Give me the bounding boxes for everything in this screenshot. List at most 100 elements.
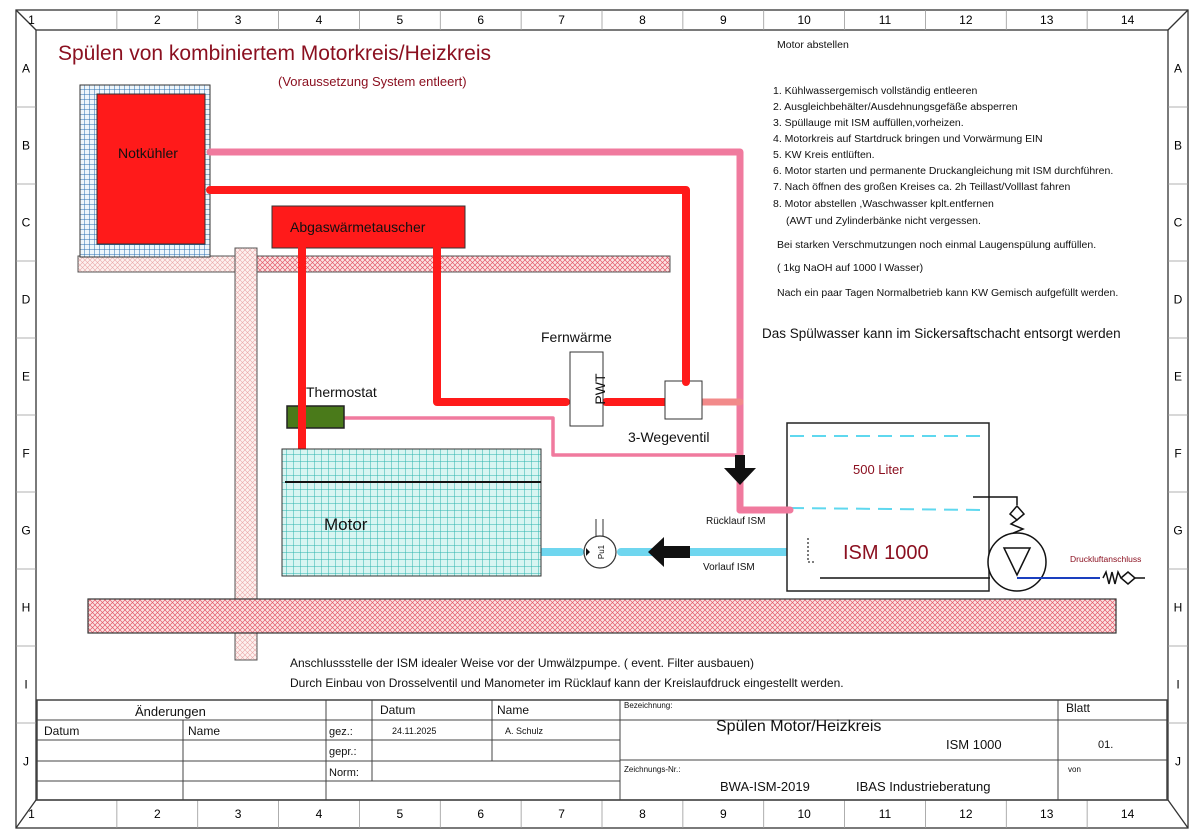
three-way-valve <box>664 380 703 420</box>
column-label: 6 <box>477 13 484 27</box>
row-label: I <box>24 678 27 692</box>
column-label: 14 <box>1121 13 1135 27</box>
motor <box>281 448 542 577</box>
fernwaerme-label: Fernwärme <box>541 329 612 345</box>
flow-arrow-down <box>724 455 756 485</box>
row-label: E <box>22 370 30 384</box>
aenderungen-header: Änderungen <box>135 704 206 719</box>
aenderungen-datum-header: Datum <box>44 724 79 738</box>
aenderungen-name-header: Name <box>188 724 220 738</box>
column-label: 10 <box>797 13 811 27</box>
column-label: 7 <box>558 13 565 27</box>
footnote: Durch Einbau von Drosselventil und Manom… <box>290 676 844 690</box>
tank-name-label: ISM 1000 <box>843 542 929 564</box>
gez-label: gez.: <box>329 726 353 738</box>
gez-name: A. Schulz <box>505 726 544 736</box>
row-label: I <box>1176 678 1179 692</box>
datum-header: Datum <box>380 703 415 717</box>
name-header: Name <box>497 703 529 717</box>
tank-level-lower <box>789 507 987 511</box>
company-name: IBAS Industrieberatung <box>856 779 990 794</box>
column-label: 4 <box>316 807 323 821</box>
row-label: E <box>1174 370 1182 384</box>
blatt-value: 01. <box>1098 739 1113 751</box>
column-label: 10 <box>797 807 811 821</box>
row-label: G <box>21 524 30 538</box>
hot-pipe-pwt <box>433 244 570 406</box>
instruction-step: 1. Kühlwassergemisch vollständig entleer… <box>773 85 977 97</box>
column-label: 2 <box>154 13 161 27</box>
instruction-note: Nach ein paar Tagen Normalbetrieb kann K… <box>777 287 1118 299</box>
row-label: H <box>22 601 31 615</box>
column-label: 6 <box>477 807 484 821</box>
ism-tank <box>786 422 990 592</box>
ruecklauf-label: Rücklauf ISM <box>706 516 765 527</box>
instruction-note: Bei starken Verschmutzungen noch einmal … <box>777 239 1096 251</box>
row-label: F <box>1174 447 1181 461</box>
column-label: 1 <box>28 13 35 27</box>
instructions-heading: Motor abstellen <box>777 39 849 51</box>
blatt-label: Blatt <box>1066 701 1091 715</box>
vorlauf-label: Vorlauf ISM <box>703 562 755 573</box>
column-label: 2 <box>154 807 161 821</box>
instruction-note: ( 1kg NaOH auf 1000 l Wasser) <box>777 262 923 274</box>
bezeichnung-label: Bezeichnung: <box>624 701 672 710</box>
vertical-support <box>234 247 258 661</box>
column-label: 14 <box>1121 807 1135 821</box>
disposal-note: Das Spülwasser kann im Sickersaftschacht… <box>762 326 1121 341</box>
pwt-label: PWT <box>592 373 608 405</box>
pump-label: Pu1 <box>597 544 606 559</box>
notkuehler-label: Notkühler <box>118 145 178 161</box>
instruction-step: 2. Ausgleichbehälter/Ausdehnungsgefäße a… <box>773 101 1018 113</box>
bezeichnung-value: Spülen Motor/Heizkreis <box>716 718 881 735</box>
column-label: 7 <box>558 807 565 821</box>
page-subtitle: (Voraussetzung System entleert) <box>278 74 467 89</box>
instruction-step: 3. Spüllauge mit ISM auffüllen,vorheizen… <box>773 117 964 129</box>
row-label: D <box>1174 293 1183 307</box>
zeichnungsnr-value: BWA-ISM-2019 <box>720 779 810 794</box>
thermostat-label: Thermostat <box>306 384 377 400</box>
column-label: 8 <box>639 807 646 821</box>
column-label: 5 <box>397 13 404 27</box>
thermostat-line <box>342 416 742 457</box>
row-label: D <box>22 293 31 307</box>
druckluft-label: Druckluftanschluss <box>1070 554 1141 564</box>
row-label: C <box>22 216 31 230</box>
instruction-step: 4. Motorkreis auf Startdruck bringen und… <box>773 133 1043 145</box>
pressure-regulator <box>973 496 1145 592</box>
notkuehler <box>96 93 206 245</box>
instruction-step: 6. Motor starten und permanente Druckang… <box>773 165 1113 177</box>
norm-label: Norm: <box>329 767 359 779</box>
abgaswaermetauscher-label: Abgaswärmetauscher <box>290 219 426 235</box>
floor-beam <box>87 598 1117 634</box>
column-label: 3 <box>235 13 242 27</box>
title-block <box>36 699 1168 801</box>
flow-arrow-left <box>648 537 690 567</box>
column-label: 5 <box>397 807 404 821</box>
column-label: 9 <box>720 13 727 27</box>
instruction-step: 5. KW Kreis entlüften. <box>773 149 875 161</box>
row-label: A <box>1174 62 1182 76</box>
upper-beam-left <box>77 255 237 273</box>
gez-datum: 24.11.2025 <box>392 726 436 736</box>
column-label: 11 <box>879 13 892 27</box>
column-ticks <box>116 10 1088 828</box>
tank-inlet-marker <box>807 538 815 563</box>
motor-label: Motor <box>324 515 368 534</box>
instructions-block: Motor abstellen 1. Kühlwassergemisch vol… <box>773 39 1118 299</box>
wegeventil-label: 3-Wegeventil <box>628 429 709 445</box>
row-label: B <box>22 139 30 153</box>
column-label: 9 <box>720 807 727 821</box>
tank-volume-label: 500 Liter <box>853 462 904 477</box>
instruction-step: 8. Motor abstellen ,Waschwasser kplt.ent… <box>773 198 994 210</box>
row-label: H <box>1174 601 1183 615</box>
pwt-heat-exchanger <box>569 351 604 427</box>
row-label: F <box>22 447 29 461</box>
column-label: 4 <box>316 13 323 27</box>
column-label: 11 <box>879 807 892 821</box>
hot-pipe-notkuehler <box>206 186 690 386</box>
row-label: J <box>23 755 29 769</box>
